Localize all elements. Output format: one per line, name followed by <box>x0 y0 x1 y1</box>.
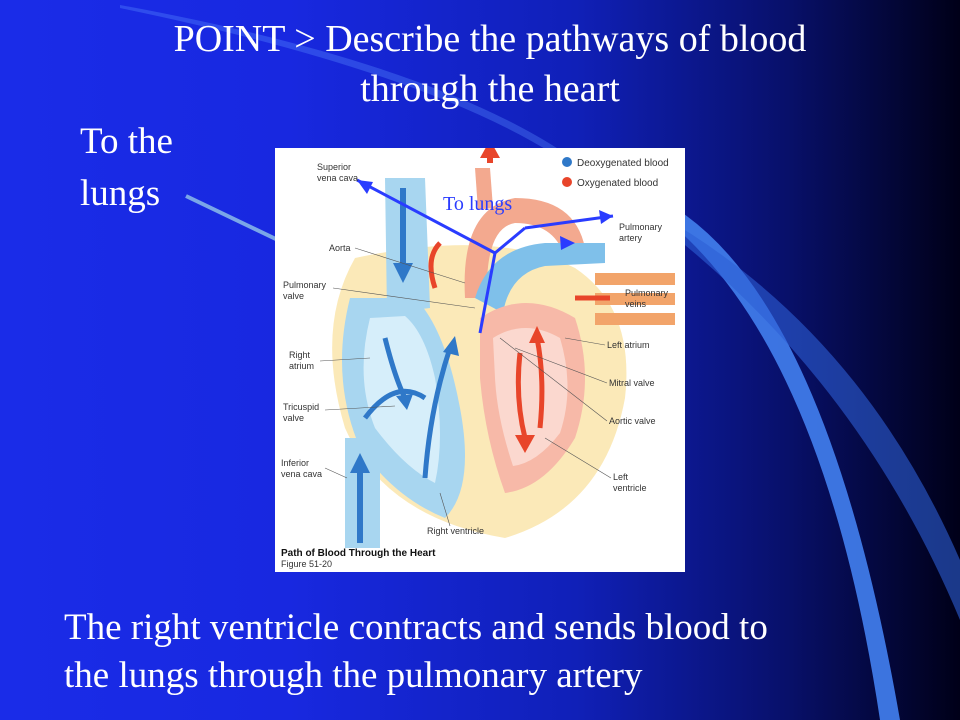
legend-oxygenated: Oxygenated blood <box>577 178 658 189</box>
legend-deoxygenated: Deoxygenated blood <box>577 158 669 169</box>
to-the-lungs-label: To the lungs <box>80 116 220 220</box>
side-label-line-1: To the <box>80 121 173 162</box>
label-right-atrium-2: atrium <box>289 361 314 371</box>
label-superior-vena-cava-2: vena cava <box>317 173 358 183</box>
title-line-2: through the heart <box>360 68 620 110</box>
label-left-atrium: Left atrium <box>607 340 650 350</box>
label-mitral-valve: Mitral valve <box>609 378 655 388</box>
label-aortic-valve: Aortic valve <box>609 416 656 426</box>
label-superior-vena-cava-1: Superior <box>317 162 351 172</box>
caption-line-2: the lungs through the pulmonary artery <box>64 655 643 696</box>
slide-caption: The right ventricle contracts and sends … <box>64 604 924 700</box>
label-inferior-vena-cava-1: Inferior <box>281 458 309 468</box>
label-pulmonary-valve-1: Pulmonary <box>283 280 327 290</box>
to-lungs-annotation: To lungs <box>443 193 512 215</box>
caption-line-1: The right ventricle contracts and sends … <box>64 607 768 648</box>
label-pulmonary-artery-1: Pulmonary <box>619 222 663 232</box>
label-pulmonary-artery-2: artery <box>619 233 643 243</box>
label-pulmonary-veins-1: Pulmonary <box>625 288 669 298</box>
title-line-1: POINT > Describe the pathways of blood <box>173 18 807 60</box>
label-tricuspid-valve-2: valve <box>283 413 304 423</box>
deoxygenated-dot <box>562 157 572 167</box>
figure-caption-number: Figure 51-20 <box>281 559 332 569</box>
oxygenated-dot <box>562 177 572 187</box>
label-right-atrium-1: Right <box>289 350 311 360</box>
label-tricuspid-valve-1: Tricuspid <box>283 402 319 412</box>
label-right-ventricle: Right ventricle <box>427 526 484 536</box>
figure-caption-title: Path of Blood Through the Heart <box>281 548 436 559</box>
label-left-ventricle-2: ventricle <box>613 483 647 493</box>
label-left-ventricle-1: Left <box>613 472 629 482</box>
label-aorta: Aorta <box>329 243 351 253</box>
heart-diagram-svg: To lungs Deoxygenated blood Oxygenated b… <box>281 148 675 569</box>
label-inferior-vena-cava-2: vena cava <box>281 469 322 479</box>
label-pulmonary-valve-2: valve <box>283 291 304 301</box>
annotation-arrows <box>356 178 614 334</box>
heart-diagram: To lungs Deoxygenated blood Oxygenated b… <box>275 148 685 572</box>
flow-arrows <box>350 148 610 543</box>
label-pulmonary-veins-2: veins <box>625 299 647 309</box>
side-label-line-2: lungs <box>80 173 161 214</box>
slide-title: POINT > Describe the pathways of blood t… <box>100 14 880 114</box>
